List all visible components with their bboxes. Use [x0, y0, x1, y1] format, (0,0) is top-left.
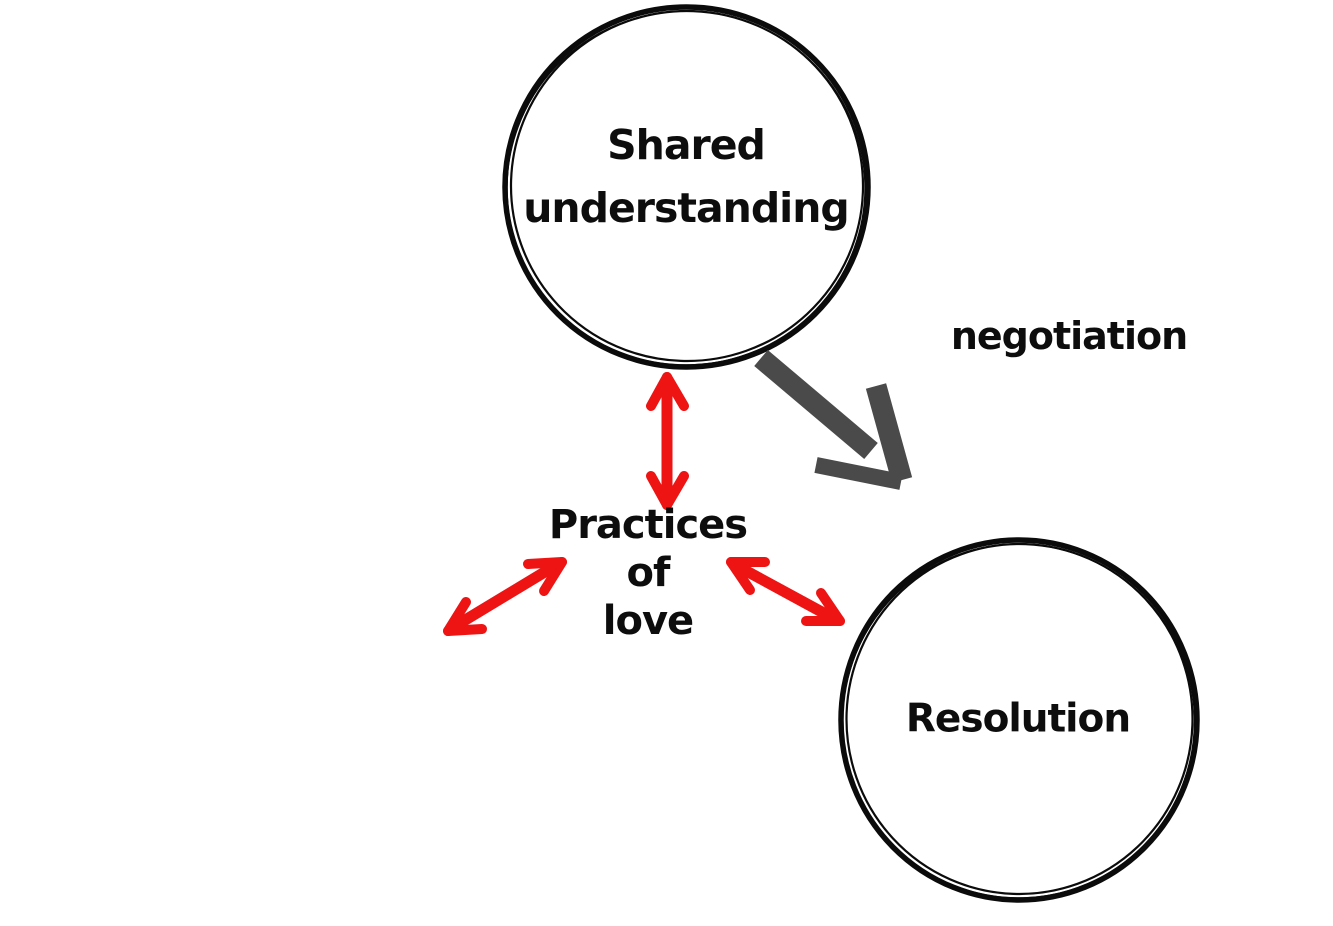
practices-line1: Practices [548, 502, 748, 548]
arrowhead-stroke [443, 597, 471, 636]
practices-of-love-label: Practices of love [548, 501, 748, 645]
shared-understanding-line2: understanding [523, 184, 850, 232]
circle-outline-sketch2 [841, 543, 1196, 899]
resolution-circle [838, 537, 1200, 903]
arrowhead-upper-stroke [865, 383, 913, 483]
negotiation-label: negotiation [950, 314, 1188, 358]
shared-understanding-circle [502, 4, 871, 370]
circle-outline-sketch2 [506, 10, 866, 366]
vertical-double-arrow [646, 372, 689, 510]
red-connectors [443, 372, 845, 636]
arrow-shaft [733, 561, 837, 623]
arrowhead-stroke [816, 588, 845, 626]
arrowhead-stroke [523, 557, 567, 569]
circle-outline [502, 4, 871, 370]
left-double-arrow [443, 557, 567, 636]
arrowhead-stroke [662, 471, 689, 510]
arrow-shaft [451, 561, 559, 631]
practices-line3: love [602, 598, 694, 644]
circle-outline [838, 537, 1200, 903]
right-double-arrow [726, 557, 845, 626]
arrowhead-lower-stroke [814, 457, 903, 490]
arrow-shaft [754, 349, 878, 460]
resolution-label: Resolution [905, 696, 1131, 742]
shared-understanding-label: Shared understanding [523, 114, 850, 240]
shared-understanding-line1: Shared [607, 121, 766, 169]
practices-line2: of [626, 550, 671, 596]
arrowhead-stroke [662, 372, 689, 411]
negotiation-arrow-icon [754, 349, 913, 490]
